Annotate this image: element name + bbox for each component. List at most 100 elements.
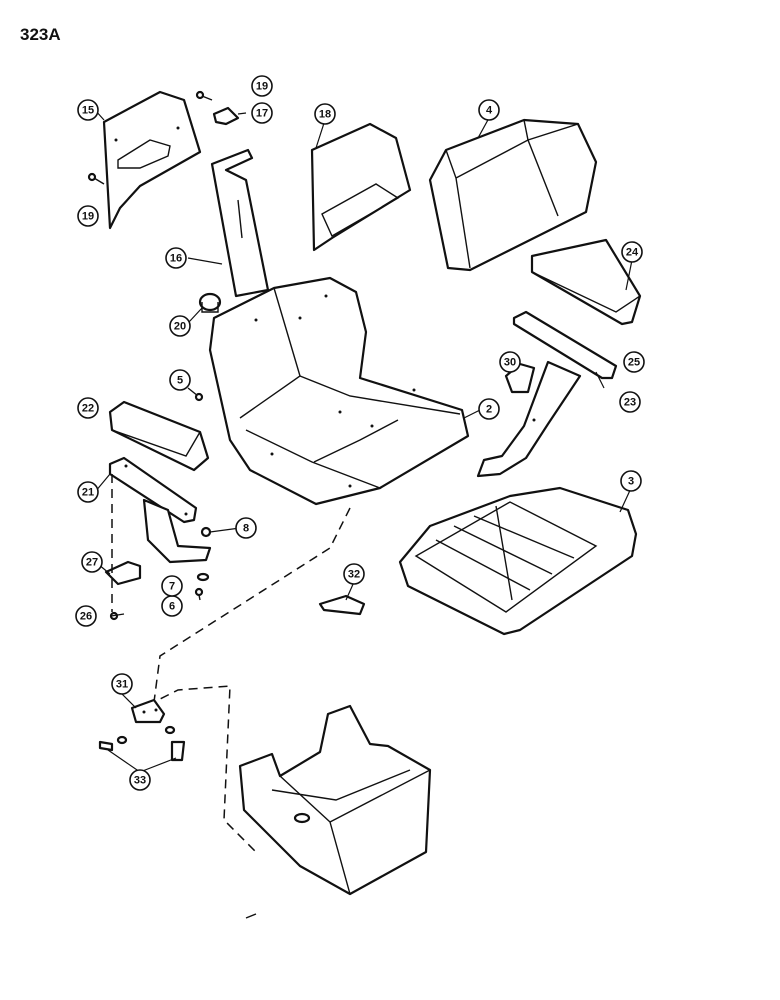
callout-circle xyxy=(169,369,191,391)
callout-circle xyxy=(478,99,500,121)
leader-line xyxy=(209,527,241,533)
callout-circle xyxy=(621,241,643,263)
leader-line xyxy=(595,371,605,389)
nut-part xyxy=(200,526,212,538)
leader-line xyxy=(188,307,203,323)
seat-pan-part xyxy=(208,276,470,506)
callout-label: 21 xyxy=(82,487,94,499)
clip-part xyxy=(212,106,240,126)
seat-base-box-part xyxy=(238,704,432,919)
clip-part xyxy=(318,594,366,616)
callout-31: 31 xyxy=(111,673,133,695)
callout-label: 5 xyxy=(177,375,183,387)
side-panel-part xyxy=(102,90,202,230)
callout-22: 22 xyxy=(77,397,99,419)
callout-label: 32 xyxy=(348,569,360,581)
callout-circle xyxy=(77,397,99,419)
callout-circle xyxy=(478,398,500,420)
callout-label: 33 xyxy=(134,775,146,787)
callout-label: 3 xyxy=(628,476,634,488)
callout-label: 15 xyxy=(82,105,94,117)
leader-line xyxy=(187,257,223,265)
callout-18: 18 xyxy=(314,103,336,125)
callout-33: 33 xyxy=(129,769,151,791)
callout-15: 15 xyxy=(77,99,99,121)
callout-21: 21 xyxy=(77,481,99,503)
callout-label: 24 xyxy=(626,247,639,259)
callout-circle xyxy=(251,75,273,97)
callout-6: 6 xyxy=(161,595,183,617)
callout-label: 6 xyxy=(169,601,175,613)
callout-27: 27 xyxy=(81,551,103,573)
callout-label: 19 xyxy=(256,81,268,93)
callout-23: 23 xyxy=(619,391,641,413)
callout-3: 3 xyxy=(620,470,642,492)
callout-19: 19 xyxy=(251,75,273,97)
callout-label: 18 xyxy=(319,109,331,121)
page-number: 323A xyxy=(20,25,61,44)
callout-circle xyxy=(77,99,99,121)
bolt-part xyxy=(98,740,186,762)
left-bracket-plate-part xyxy=(104,560,142,586)
leader-line xyxy=(121,693,137,709)
callout-19: 19 xyxy=(77,205,99,227)
callout-circle xyxy=(161,575,183,597)
mount-plate-part xyxy=(130,698,166,724)
washer-part xyxy=(196,572,210,582)
callout-circle xyxy=(499,351,521,373)
callout-circle xyxy=(75,605,97,627)
callout-circle xyxy=(81,551,103,573)
backrest-shell-part xyxy=(310,122,412,252)
callout-5: 5 xyxy=(169,369,191,391)
callout-circle xyxy=(111,673,133,695)
slide-strap-part xyxy=(210,148,270,298)
washer-part xyxy=(116,725,176,745)
leader-line xyxy=(237,112,247,115)
callout-label: 20 xyxy=(174,321,186,333)
leader-line xyxy=(107,749,141,773)
screw-part xyxy=(87,90,213,185)
bolt-part xyxy=(194,587,204,601)
callout-20: 20 xyxy=(169,315,191,337)
leader-line xyxy=(345,581,355,601)
callout-label: 30 xyxy=(504,357,516,369)
backrest-cushion-part xyxy=(428,118,598,272)
callout-circle xyxy=(343,563,365,585)
leader-line xyxy=(477,117,490,139)
callout-2: 2 xyxy=(478,398,500,420)
right-armrest-bracket-part xyxy=(476,310,618,478)
callout-label: 19 xyxy=(82,211,94,223)
callout-label: 26 xyxy=(80,611,92,623)
callout-circle xyxy=(619,391,641,413)
callout-label: 27 xyxy=(86,557,98,569)
callout-circle xyxy=(235,517,257,539)
left-armrest-bracket-part xyxy=(108,456,212,564)
seat-cushion-part xyxy=(398,486,638,636)
callout-label: 22 xyxy=(82,403,94,415)
callout-circle xyxy=(620,470,642,492)
screw-part xyxy=(187,387,204,402)
callout-label: 4 xyxy=(486,105,493,117)
callout-8: 8 xyxy=(235,517,257,539)
callout-17: 17 xyxy=(251,102,273,124)
callout-circle xyxy=(314,103,336,125)
callout-label: 7 xyxy=(169,581,175,593)
callout-label: 2 xyxy=(486,404,492,416)
callout-label: 17 xyxy=(256,108,268,120)
leader-line xyxy=(139,757,177,773)
callout-label: 16 xyxy=(170,253,182,265)
callout-circle xyxy=(165,247,187,269)
bumper-part xyxy=(198,292,222,313)
left-armrest-pad-part xyxy=(108,400,210,472)
callout-circle xyxy=(129,769,151,791)
callout-4: 4 xyxy=(478,99,500,121)
callout-label: 31 xyxy=(116,679,128,691)
right-armrest-pad-part xyxy=(530,238,642,326)
callout-circle xyxy=(169,315,191,337)
callout-26: 26 xyxy=(75,605,97,627)
callout-label: 23 xyxy=(624,397,636,409)
leader-line xyxy=(110,613,125,617)
leader-line xyxy=(625,259,633,291)
